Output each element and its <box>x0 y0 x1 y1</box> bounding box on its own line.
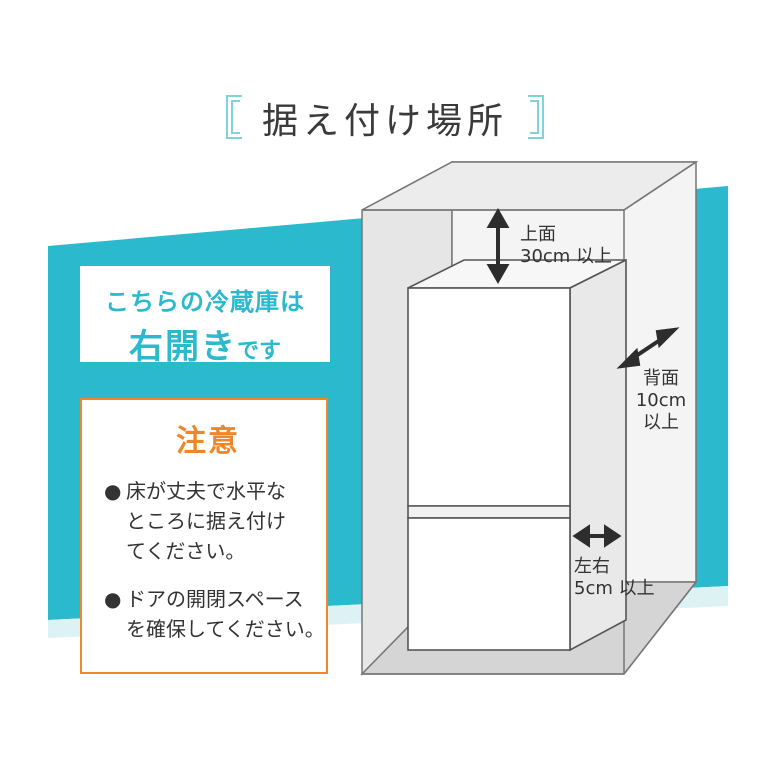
top-clearance-label: 上面 30cm 以上 <box>520 224 613 267</box>
door-notice-suffix: です <box>236 339 281 364</box>
page-title: 据え付け場所 <box>261 101 508 142</box>
refrigerator <box>407 258 627 652</box>
door-notice-emphasis: 右開き <box>128 327 237 367</box>
title-bracket-left <box>226 95 242 139</box>
door-notice-line2: 右開きです <box>80 319 330 368</box>
title-bracket-right <box>528 95 544 139</box>
caution-header: 注意 <box>176 418 240 459</box>
side-clearance-label: 左右 5cm 以上 <box>574 556 655 599</box>
caution-item: ●床が丈夫で水平な ところに据え付け てください。 <box>104 476 286 566</box>
clearance-arrows <box>486 207 680 548</box>
caution-title: 注意 <box>176 424 240 459</box>
bullet-icon: ● <box>104 479 122 503</box>
door-notice-box: こちらの冷蔵庫は 右開きです <box>80 266 330 367</box>
back-clearance-label: 背面 10cm 以上 <box>635 368 687 433</box>
caution-box: 注意 ●床が丈夫で水平な ところに据え付け てください。 ●ドアの開閉スペース … <box>80 398 328 674</box>
caution-item: ●ドアの開閉スペース を確保してください。 <box>104 584 325 644</box>
bullet-icon: ● <box>104 587 122 611</box>
door-notice-line1: こちらの冷蔵庫は <box>105 288 305 316</box>
